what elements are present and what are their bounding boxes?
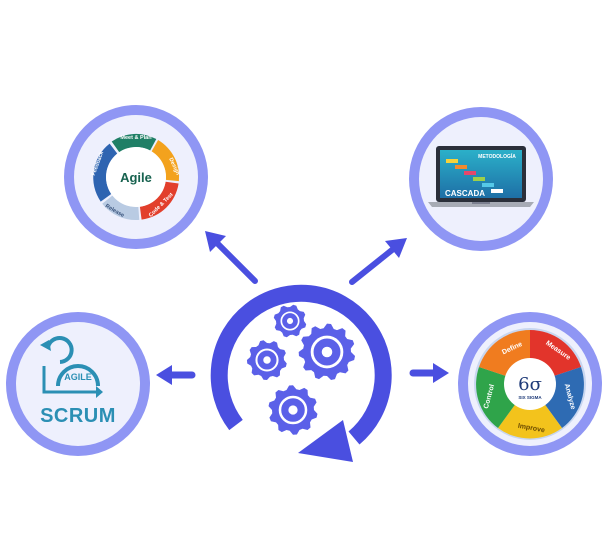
six-sigma-cycle-icon: 6σ SIX SIGMA Define Measure Analyze Impr… — [474, 328, 586, 440]
six-sigma-node: 6σ SIX SIGMA Define Measure Analyze Impr… — [458, 312, 602, 456]
gear-icon — [298, 323, 356, 381]
agile-center-label: Agile — [120, 170, 152, 185]
cascada-subtitle: METODOLOGÍA — [478, 152, 516, 160]
six-sigma-caption: SIX SIGMA — [518, 395, 542, 400]
cycle-arrow-head — [298, 420, 353, 462]
arrows — [156, 231, 449, 385]
arrow-icon — [349, 238, 407, 285]
cascada-title: CASCADA — [445, 189, 485, 198]
scrum-badge: AGILE — [64, 372, 92, 382]
center-process — [210, 284, 392, 462]
gear-icon — [268, 385, 318, 435]
agile-node: Agile Meet & Plan Design Code & Test Rel… — [64, 105, 208, 249]
six-sigma-phase: Improve — [517, 423, 545, 435]
arrow-icon — [205, 231, 258, 284]
arrow-icon — [409, 363, 449, 383]
cycle-arrow-icon — [210, 284, 392, 445]
six-sigma-symbol: 6σ — [518, 374, 542, 395]
scrum-node: AGILE SCRUM — [6, 312, 150, 456]
agile-stage-label: Meet & Plan — [120, 135, 152, 141]
gear-icon — [273, 304, 307, 338]
gears — [246, 304, 356, 435]
laptop-icon: METODOLOGÍA CASCADA — [428, 146, 534, 207]
gear-icon — [246, 340, 287, 381]
arrow-icon — [156, 365, 196, 385]
scrum-cycle-icon: AGILE SCRUM — [40, 336, 116, 427]
cascada-node: METODOLOGÍA CASCADA — [409, 107, 553, 251]
scrum-title: SCRUM — [40, 405, 116, 427]
